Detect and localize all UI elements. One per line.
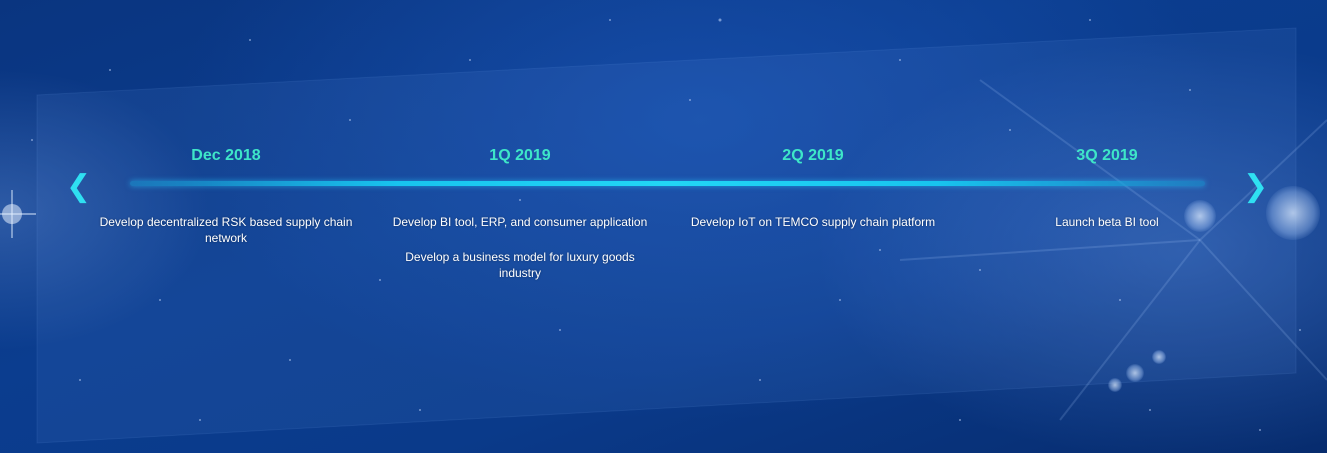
milestone-date[interactable]: 1Q 2019 (489, 147, 551, 164)
next-arrow-icon[interactable]: ❯ (1243, 169, 1269, 204)
timeline-milestone: 2Q 2019 Develop IoT on TEMCO supply chai… (668, 146, 958, 249)
milestone-item: Develop BI tool, ERP, and consumer appli… (392, 215, 648, 229)
milestone-item: Develop a business model for luxury good… (405, 250, 635, 280)
bokeh-light (1152, 350, 1166, 364)
timeline-milestone: Dec 2018 Develop decentralized RSK based… (81, 146, 371, 265)
milestone-item: Develop IoT on TEMCO supply chain platfo… (690, 215, 936, 229)
timeline-line (130, 181, 1205, 186)
timeline-milestone: 1Q 2019 Develop BI tool, ERP, and consum… (375, 146, 665, 300)
milestone-item: Develop decentralized RSK based supply c… (99, 215, 353, 245)
bokeh-light (1108, 378, 1122, 392)
previous-arrow-icon[interactable]: ❮ (66, 169, 92, 204)
milestone-date[interactable]: 3Q 2019 (1076, 147, 1138, 164)
milestone-item: Launch beta BI tool (1055, 215, 1159, 229)
bokeh-light (1266, 186, 1320, 240)
bokeh-light (1126, 364, 1144, 382)
milestone-date[interactable]: 2Q 2019 (782, 147, 844, 164)
timeline-milestone: 3Q 2019 Launch beta BI tool (962, 146, 1252, 249)
bokeh-light (1184, 200, 1216, 232)
milestone-date[interactable]: Dec 2018 (191, 147, 261, 164)
